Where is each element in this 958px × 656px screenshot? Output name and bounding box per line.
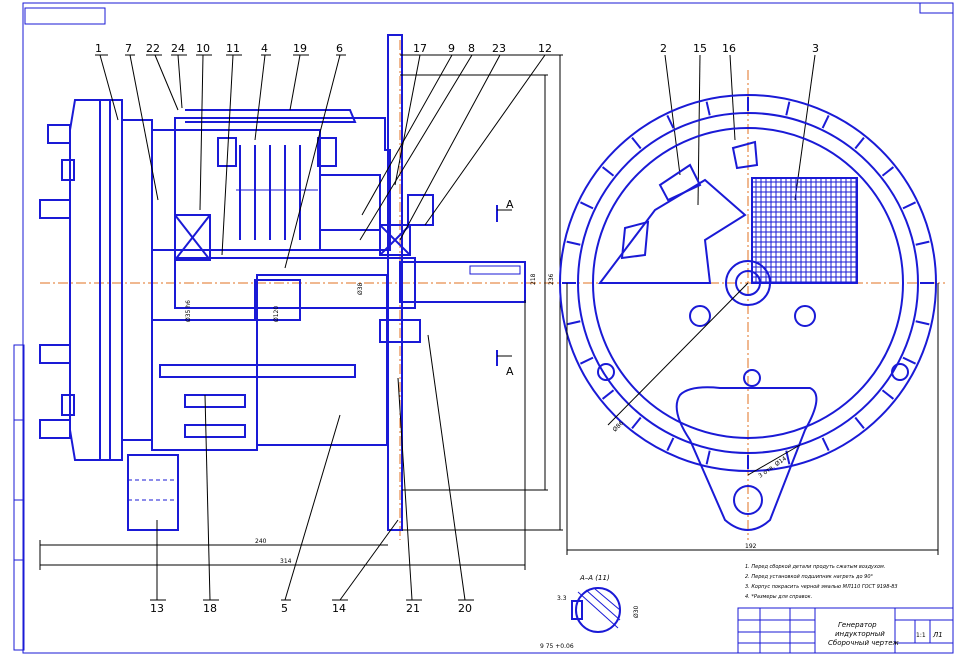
cooling-fin: [601, 389, 615, 400]
winding-section: [751, 177, 858, 284]
cooling-fin: [631, 136, 642, 150]
note-1: 1. Перед сборкой детали продуть сжатым в…: [745, 564, 885, 570]
cooling-fin: [821, 437, 830, 452]
callout-17: 17: [413, 42, 427, 55]
coil-1: [731, 140, 759, 170]
callout-19: 19: [293, 42, 307, 55]
cooling-fin: [881, 389, 895, 400]
dim-240: 240: [255, 538, 267, 545]
cooling-fin: [579, 356, 594, 365]
dim-d86: Ø86: [611, 420, 625, 434]
dim-key: Ø30: [633, 605, 640, 618]
dimensions-left: 240 314 218 236 Ø35 h6 Ø120 Ø38: [39, 54, 563, 570]
callout-7: 7: [125, 42, 132, 55]
sheet-number: Л1: [932, 631, 943, 639]
cooling-fin: [915, 240, 930, 246]
cooling-fin: [785, 101, 791, 116]
scale: 1:1: [916, 632, 926, 639]
cooling-fin: [854, 136, 865, 150]
callout-15: 15: [693, 42, 707, 55]
cooling-fin: [854, 416, 865, 430]
callout-18: 18: [203, 602, 217, 615]
callout-23: 23: [492, 42, 506, 55]
callout-5: 5: [281, 602, 288, 615]
stator-housing: [151, 109, 411, 261]
lower-housing: [127, 274, 388, 531]
cooling-fin: [566, 240, 581, 246]
callout-22: 22: [146, 42, 160, 55]
leader-lines: [99, 54, 816, 601]
section-mark-bottom: А: [506, 365, 514, 378]
dim-key-width: 9 75 +0.06: [540, 643, 574, 650]
note-4: 4. *Размеры для справок.: [745, 594, 812, 600]
callout-1: 1: [95, 42, 102, 55]
title-line1: Генератор: [838, 621, 877, 629]
callout-9: 9: [448, 42, 455, 55]
callout-10: 10: [196, 42, 210, 55]
side-stamp: [13, 344, 25, 651]
inner-rim: [577, 112, 919, 454]
cooling-fin: [666, 114, 675, 129]
cooling-fin: [579, 201, 594, 210]
mounting-ear: [675, 386, 818, 531]
callout-12: 12: [538, 42, 552, 55]
end-view: Ø86 3 отв. Ø14 192: [559, 94, 939, 555]
callout-20: 20: [458, 602, 472, 615]
note-3: 3. Корпус покрасить черной эмалью МЛ110 …: [745, 584, 898, 590]
dim-236: 236: [548, 273, 555, 285]
title-line2: индукторный: [835, 630, 885, 638]
section-mark-top: А: [506, 198, 514, 211]
shaft: [174, 257, 526, 309]
callout-4: 4: [261, 42, 268, 55]
callout-3: 3: [812, 42, 819, 55]
outer-rim: [559, 94, 937, 472]
cooling-fin: [902, 356, 917, 365]
callout-14: 14: [332, 602, 346, 615]
note-2: 2. Перед установкой подшипник нагреть до…: [745, 574, 874, 580]
dim-314: 314: [280, 558, 292, 565]
section-markers: А А: [496, 198, 514, 378]
dim-218: 218: [530, 273, 537, 285]
dim-d38: Ø38: [357, 282, 364, 295]
callout-16: 16: [722, 42, 736, 55]
sheet-frame: [22, 2, 954, 654]
cooling-fin: [666, 437, 675, 452]
dim-d35: Ø35 h6: [185, 300, 192, 322]
coil-3: [620, 220, 650, 260]
cooling-fin: [881, 166, 895, 177]
cooling-fin: [902, 201, 917, 210]
callout-24: 24: [171, 42, 185, 55]
callout-13: 13: [150, 602, 164, 615]
cooling-fin: [705, 101, 711, 116]
callout-21: 21: [406, 602, 420, 615]
rotor-laminations: [236, 145, 318, 240]
title-line3: Сборочный чертеж: [828, 639, 899, 647]
dim-key-depth: 3.3: [557, 595, 567, 602]
callout-8: 8: [468, 42, 475, 55]
dim-d120: Ø120: [273, 306, 280, 322]
cooling-fin: [821, 114, 830, 129]
section-title: А–А (11): [579, 574, 610, 582]
callout-6: 6: [336, 42, 343, 55]
coil-2: [658, 163, 702, 202]
callout-labels: 1 7 22 24 10 11 4 19 6 17 9 8 23 12 2 15…: [95, 42, 819, 615]
cooling-fin: [915, 320, 930, 326]
mounting-flange: [379, 34, 434, 531]
title-block: Генератор индукторный Сборочный чертеж Л…: [737, 607, 954, 654]
cooling-fin: [631, 416, 642, 430]
cooling-fin: [601, 166, 615, 177]
cooling-fin: [566, 320, 581, 326]
technical-notes: 1. Перед сборкой детали продуть сжатым в…: [745, 564, 898, 600]
terminal-cover: [39, 99, 153, 461]
top-left-stamp: [24, 7, 106, 25]
section-a-a: А–А (11) Ø30 9 75 +0.06 3.3: [540, 574, 640, 650]
cooling-fin: [705, 450, 711, 465]
callout-2: 2: [660, 42, 667, 55]
callout-11: 11: [226, 42, 240, 55]
dim-192: 192: [745, 543, 757, 550]
